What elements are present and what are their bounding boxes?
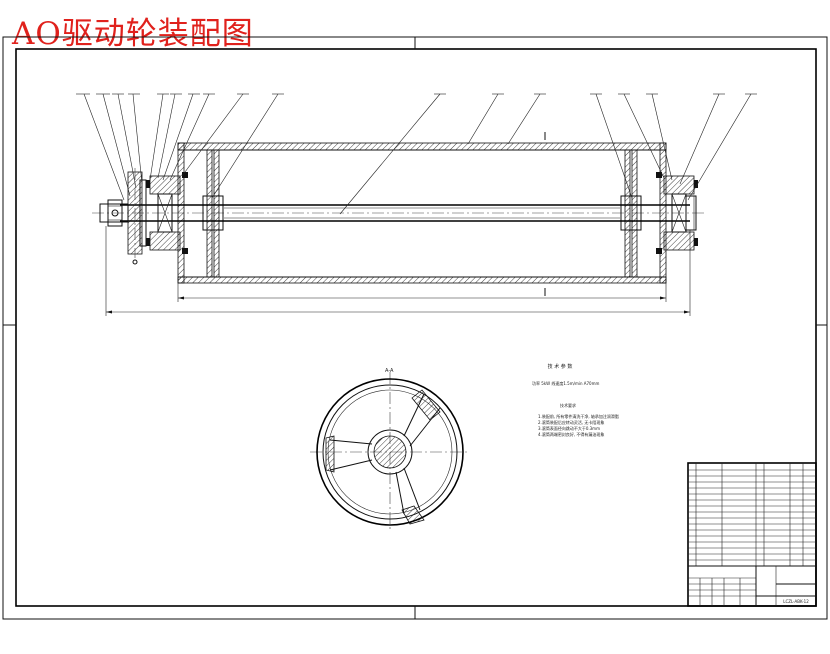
technical-notes: 技 术 参 数 功率 5kW 线速度1.5m/min A70mm 技术要求 1.… [532,363,619,437]
section-label: A-A [385,368,394,374]
note-item-4: 4.滚筒两端密封良好, 不得有漏油现象 [538,431,604,437]
drawing-number: LCZL-ABK-12 [783,599,809,604]
drawing-frame [2,36,828,620]
notes-heading-2: 技术要求 [560,402,576,408]
title-block: LCZL-ABK-12 [687,462,817,607]
note-item-2: 2.滚筒装配后应转动灵活, 无卡阻现象 [538,419,604,425]
roller-section-view [76,93,757,316]
drawing-title: AO驱动轮装配图 [12,16,254,52]
notes-heading: 技 术 参 数 [548,363,573,370]
note-item-1: 1.装配前, 所有零件清洗干净, 轴承加注润滑脂 [538,413,619,419]
notes-params: 功率 5kW 线速度1.5m/min A70mm [532,380,600,386]
cross-section-view: A-A [310,368,470,532]
note-item-3: 3.滚筒表面径向跳动不大于0.3mm [538,425,600,431]
